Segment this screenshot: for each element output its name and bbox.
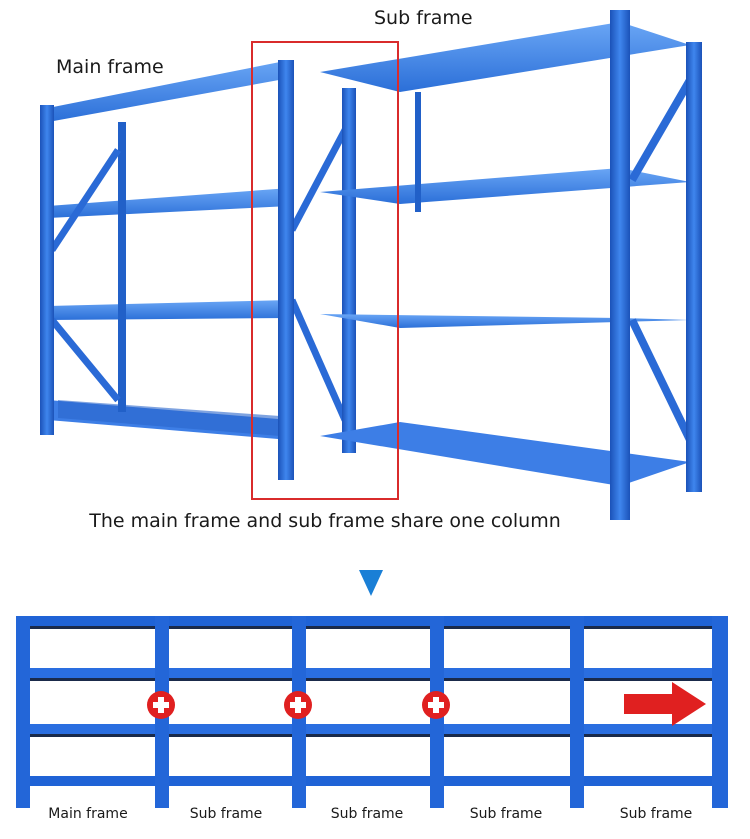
bottom-label-main-frame: Main frame	[48, 806, 128, 822]
down-triangle-icon	[359, 570, 383, 596]
shelving-illustration	[40, 10, 702, 520]
plus-icon	[284, 691, 312, 719]
shared-column-highlight	[251, 41, 399, 500]
main-frame-label: Main frame	[56, 56, 164, 78]
shared-column-caption: The main frame and sub frame share one c…	[89, 510, 561, 532]
plus-icon	[147, 691, 175, 719]
bottom-label-sub-frame-2: Sub frame	[330, 806, 404, 822]
sub-frame-label: Sub frame	[374, 7, 473, 29]
bottom-label-sub-frame-1: Sub frame	[189, 806, 263, 822]
plus-icon	[422, 691, 450, 719]
shelving-row-frame	[16, 616, 728, 808]
main-frame-unit	[40, 60, 356, 480]
extended-shelving-row	[16, 616, 728, 808]
bottom-label-sub-frame-3: Sub frame	[469, 806, 543, 822]
sub-frame-unit	[320, 10, 702, 520]
right-arrow-icon	[624, 682, 706, 726]
bottom-label-sub-frame-4: Sub frame	[619, 806, 693, 822]
